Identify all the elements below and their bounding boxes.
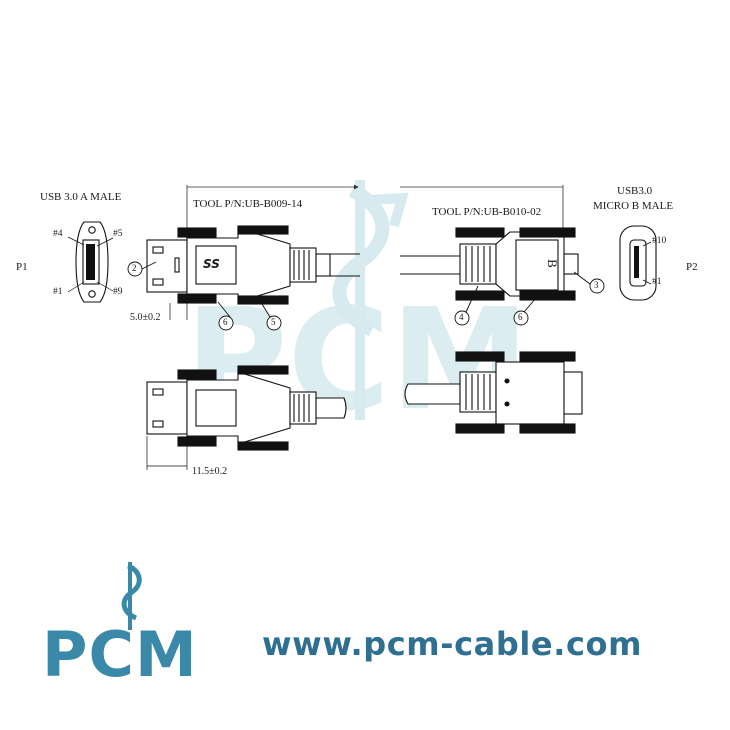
ss-logo-mark: SS	[203, 257, 220, 271]
micro-b-face	[619, 225, 657, 301]
callout-6a: 6	[223, 317, 228, 327]
tool-label-a: TOOL P/N:UB-B009-14	[193, 198, 303, 210]
usb-a-face	[67, 221, 114, 303]
usb-a-side-view	[146, 225, 360, 320]
dimension-offset: 5.0±0.2	[130, 312, 161, 323]
pin-a-1: #1	[53, 287, 63, 297]
callout-5: 5	[271, 317, 276, 327]
title-micro-b-line1: USB3.0	[617, 185, 653, 197]
title-micro-b-line2: MICRO B MALE	[593, 200, 674, 212]
usb-a-top-view	[146, 365, 347, 470]
port-p1: P1	[16, 261, 28, 273]
brand-url: www.pcm-cable.com	[262, 625, 643, 663]
callout-4: 4	[459, 312, 464, 322]
callout-3: 3	[594, 280, 599, 290]
title-usb-a-male: USB 3.0 A MALE	[40, 191, 122, 203]
pin-b-1: #1	[652, 277, 662, 287]
pin-a-9: #9	[113, 287, 123, 297]
pin-a-4: #4	[53, 229, 63, 239]
dimension-length: 11.5±0.2	[192, 466, 228, 477]
callout-markers	[127, 261, 605, 331]
brand-logo: PCM	[42, 562, 198, 691]
pin-b-10: #10	[652, 236, 667, 246]
brand-logo-text: PCM	[42, 618, 198, 691]
b-letter-mark: B	[544, 259, 560, 268]
pin-a-5: #5	[113, 229, 123, 239]
callout-6b: 6	[518, 312, 523, 322]
tool-label-b: TOOL P/N:UB-B010-02	[432, 206, 542, 218]
port-p2: P2	[686, 261, 698, 273]
micro-b-top-view	[404, 351, 583, 434]
callout-2: 2	[132, 263, 137, 273]
micro-b-side-view	[400, 227, 579, 301]
